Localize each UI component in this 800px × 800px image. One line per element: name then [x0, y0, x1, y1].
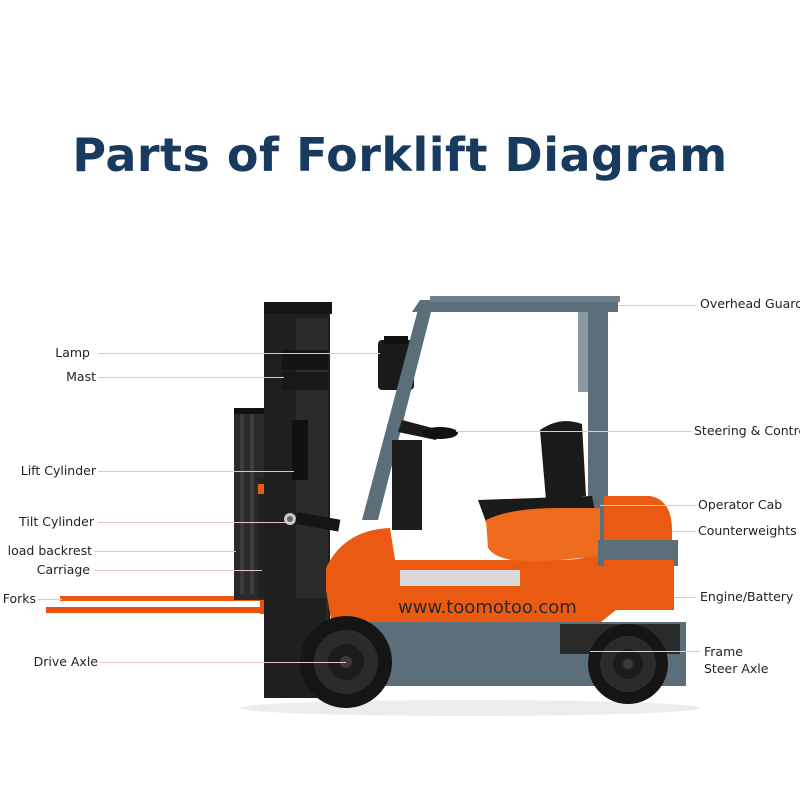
- leader-drive-axle: [100, 662, 346, 663]
- leader-load-backrest: [94, 551, 236, 552]
- engine-battery: [604, 560, 674, 610]
- leader-tilt-cylinder: [98, 522, 294, 523]
- rear-pillar: [588, 310, 608, 560]
- leader-steering: [456, 431, 692, 432]
- lift-cylinder: [292, 420, 308, 480]
- leader-overhead-guard: [618, 305, 696, 306]
- leader-counterweights: [672, 531, 696, 532]
- watermark-text: www.toomotoo.com: [398, 597, 577, 618]
- label-counterweights: Counterweights: [698, 523, 797, 538]
- leader-carriage: [94, 570, 262, 571]
- label-overhead-guard: Overhead Guard: [700, 296, 800, 311]
- leader-lift-cylinder: [98, 471, 294, 472]
- drive-wheel: [300, 616, 392, 708]
- leader-operator-cab: [600, 505, 696, 506]
- label-lift-cylinder: Lift Cylinder: [20, 463, 96, 478]
- leader-lamp: [98, 353, 380, 354]
- leader-frame: [590, 651, 700, 652]
- seat-back: [540, 421, 586, 500]
- counterweight: [604, 496, 672, 548]
- label-frame: Frame: [704, 644, 743, 659]
- label-engine-battery: Engine/Battery: [700, 589, 794, 604]
- fork-lower: [46, 607, 272, 613]
- tilt-cylinder: [294, 512, 341, 532]
- steer-wheel: [588, 624, 668, 704]
- leader-forks: [38, 599, 62, 600]
- label-steer-axle: Steer Axle: [704, 661, 769, 676]
- label-steering-control: Steering & Control: [694, 423, 800, 438]
- label-carriage: Carriage: [36, 562, 90, 577]
- fork-upper: [60, 596, 272, 601]
- label-mast: Mast: [66, 369, 96, 384]
- label-operator-cab: Operator Cab: [698, 497, 783, 512]
- diagram-title: Parts of Forklift Diagram: [72, 128, 728, 182]
- leader-engine: [674, 597, 696, 598]
- label-forks: Forks: [2, 591, 36, 606]
- label-drive-axle: Drive Axle: [33, 654, 98, 669]
- front-pillar: [362, 302, 432, 520]
- label-tilt-cylinder: Tilt Cylinder: [19, 514, 94, 529]
- overhead-guard: [412, 300, 618, 312]
- operator-cab: [486, 508, 600, 562]
- label-load-backrest: load backrest: [7, 543, 92, 558]
- label-lamp: Lamp: [55, 345, 90, 360]
- leader-mast: [98, 377, 284, 378]
- steering-wheel: [422, 427, 458, 439]
